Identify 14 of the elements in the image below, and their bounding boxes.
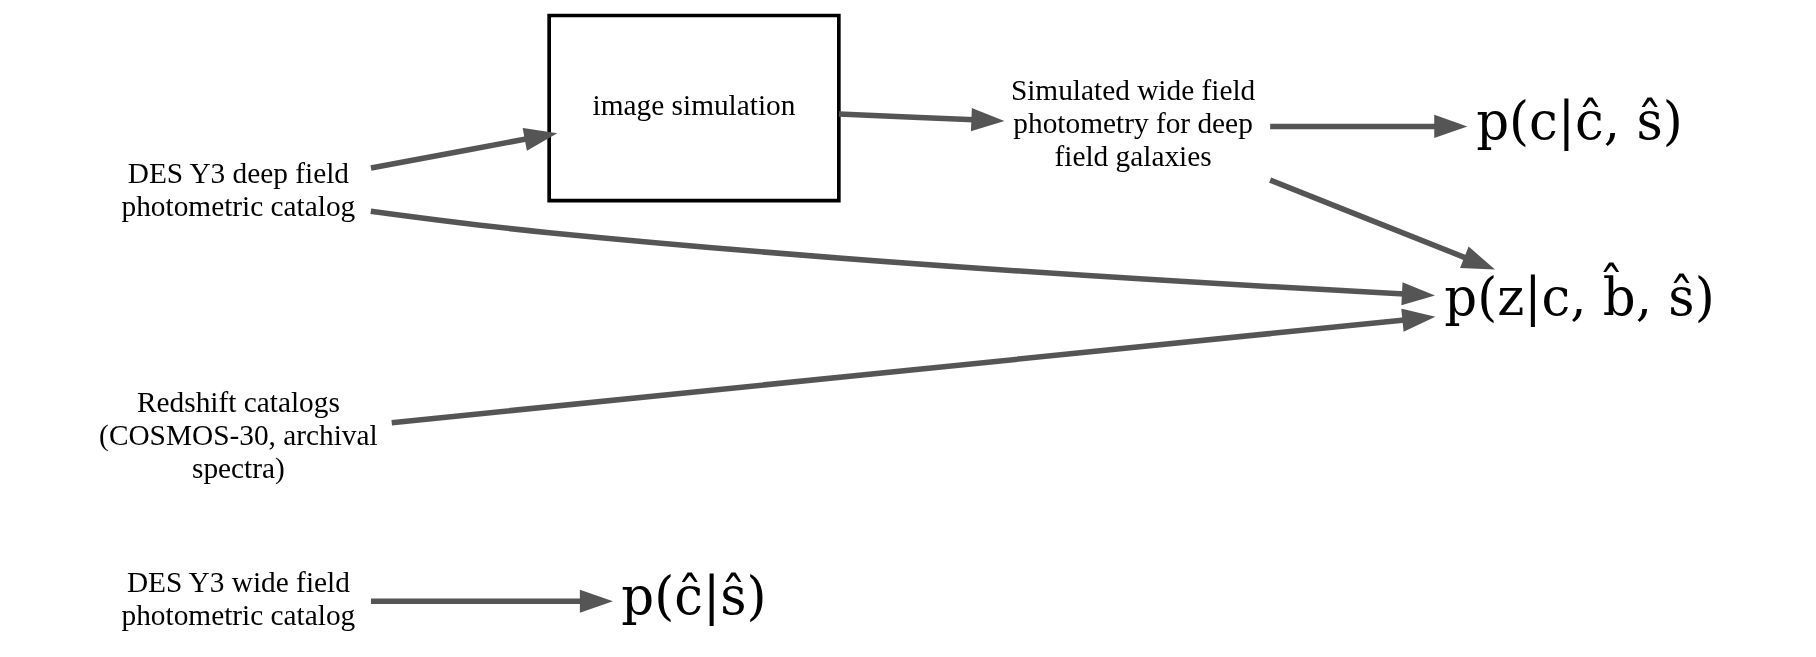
arrow: [369, 127, 557, 171]
arrow: [369, 208, 1435, 306]
node-text: Simulated wide field photometry for deep field galaxies: [1010, 74, 1255, 173]
arrow: [1268, 177, 1495, 270]
arrow: [1269, 114, 1467, 138]
arrow: [390, 308, 1435, 426]
arrow: [370, 589, 613, 613]
node-text: p(c|ĉ, ŝ): [1475, 91, 1683, 152]
arrow: [838, 108, 1004, 132]
node-text: DES Y3 deep field photometric catalog: [121, 156, 355, 222]
node-text: p(ĉ|ŝ): [620, 565, 767, 626]
node-text: Redshift catalogs (COSMOS-30, archival spectra): [98, 386, 378, 485]
node-box: image simulation: [546, 13, 841, 203]
node-text: DES Y3 wide field photometric catalog: [121, 565, 355, 631]
